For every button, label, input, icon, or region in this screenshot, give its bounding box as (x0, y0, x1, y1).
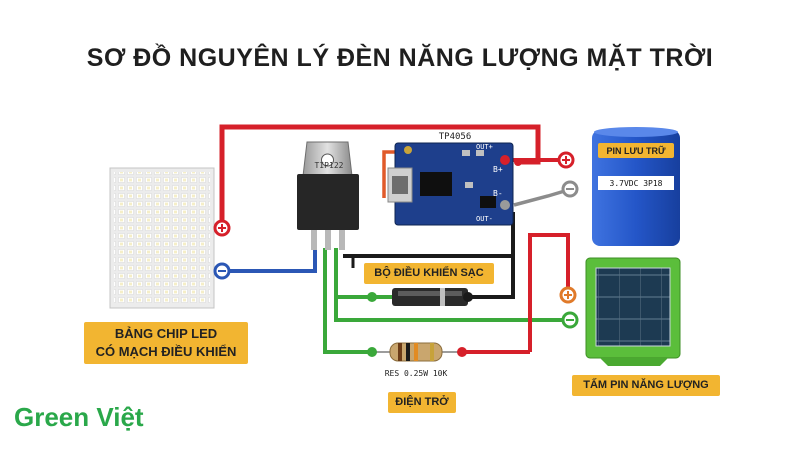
module-marking: TP4056 (439, 132, 472, 142)
wire-transistor-solar (334, 248, 570, 322)
battery-pack: PIN LƯU TRỮ 3.7VDC 3P18 (592, 127, 680, 246)
transistor-tip122: TIP122 (297, 141, 359, 250)
label-led-line2: CÓ MẠCH ĐIỀU KHIỂN (95, 344, 237, 359)
solar-panel (585, 257, 681, 366)
charger-module-tp4056: TP4056 OUT+ OUT- B+ B- (387, 132, 514, 226)
page-title: SƠ ĐỒ NGUYÊN LÝ ĐÈN NĂNG LƯỢNG MẶT TRỜI (86, 44, 714, 72)
module-bminus: B- (493, 189, 503, 198)
label-charger: BỘ ĐIỀU KHIỂN SẠC (364, 263, 494, 284)
label-resistor: ĐIỆN TRỞ (388, 392, 456, 413)
resistor: RES 0.25W 10K (372, 342, 458, 378)
module-out-plus: OUT+ (476, 143, 493, 151)
label-led-line1: BẢNG CHIP LED (114, 326, 218, 341)
plus-terminal-battery (557, 151, 575, 169)
junction-dot (367, 347, 377, 357)
minus-terminal-led (213, 262, 231, 280)
plus-terminal-led (213, 219, 231, 237)
label-led-board: BẢNG CHIP LED CÓ MẠCH ĐIỀU KHIỂN (84, 322, 248, 364)
junction-dot (463, 292, 473, 302)
minus-terminal-battery (561, 180, 579, 198)
brand-logo: Green Việt (14, 402, 144, 432)
wire-ground-diode (468, 256, 515, 299)
transistor-label: TIP122 (315, 161, 344, 170)
wire-led-negative (222, 248, 317, 273)
minus-terminal-solar (561, 311, 579, 329)
wire-solar-positive-2 (528, 233, 570, 352)
resistor-marking: RES 0.25W 10K (385, 369, 448, 378)
junction-dot (514, 158, 522, 166)
module-bplus: B+ (493, 165, 503, 174)
led-board (109, 167, 215, 309)
plus-terminal-solar (559, 286, 577, 304)
module-out-minus: OUT- (476, 215, 493, 223)
diode (392, 288, 468, 306)
battery-spec: 3.7VDC 3P18 (610, 179, 663, 188)
wire-battery-negative (513, 188, 569, 207)
junction-dot (367, 292, 377, 302)
wire-transistor-resistor (323, 248, 372, 354)
battery-label: PIN LƯU TRỮ (607, 146, 666, 156)
label-solar: TẤM PIN NĂNG LƯỢNG (572, 375, 720, 396)
junction-dot (457, 347, 467, 357)
